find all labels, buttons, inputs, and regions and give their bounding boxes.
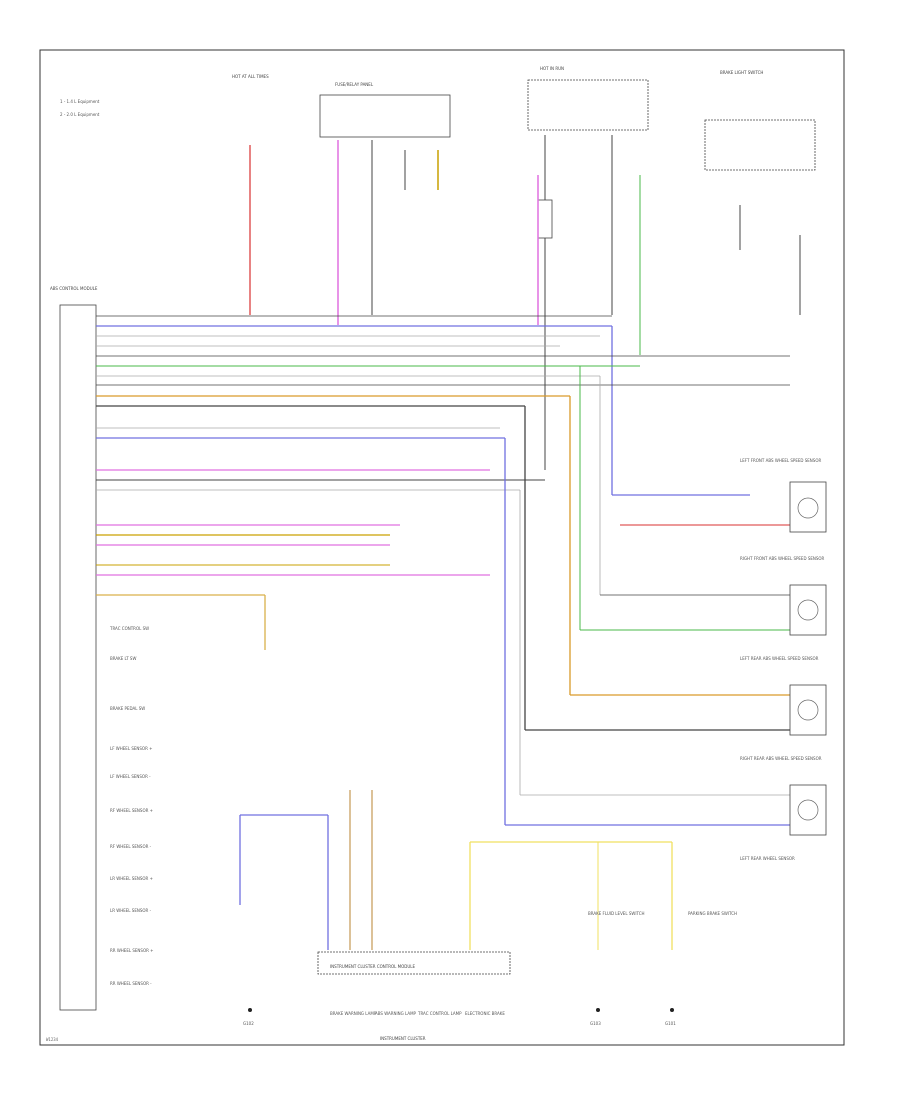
sensor-lr-icon — [797, 699, 819, 721]
ground-g103 — [596, 1008, 600, 1012]
cluster-footer: INSTRUMENT CLUSTER — [380, 1036, 426, 1041]
right-sensors: LEFT FRONT ABS WHEEL SPEED SENSOR RIGHT … — [740, 458, 827, 861]
bottom-label-2: TRAC CONTROL LAMP — [417, 1011, 462, 1016]
module-dot-6: RF WHEEL SENSOR - — [110, 844, 152, 849]
module-left-title: ABS CONTROL MODULE — [50, 286, 98, 291]
fuse-right-box — [527, 79, 649, 131]
legend-item-2: 2 - 2.0 L Equipment — [60, 112, 100, 117]
module-dot-7: LR WHEEL SENSOR + — [110, 876, 153, 881]
fuse-mid-box — [319, 94, 451, 138]
sensor-lf-label: LEFT FRONT ABS WHEEL SPEED SENSOR — [740, 458, 821, 463]
bottom-label-1: ABS WARNING LAMP — [375, 1011, 417, 1016]
sensor-rf — [789, 584, 827, 636]
module-switches: TRAC CONTROL SW BRAKE LT SW BRAKE PEDAL … — [109, 626, 154, 986]
sensor-lr — [789, 684, 827, 736]
diagram-frame — [39, 49, 845, 1046]
bottom-label-4: BRAKE FLUID LEVEL SWITCH — [588, 911, 645, 916]
ground-g101-label: G101 — [665, 1021, 676, 1026]
module-dot-3: LF WHEEL SENSOR + — [110, 746, 152, 751]
fuse-right-title: HOT IN RUN — [540, 66, 564, 71]
abs-module-box — [59, 304, 97, 1011]
sensor-lf — [789, 481, 827, 533]
bottom-label-3: ELECTRONIC BRAKE — [465, 1011, 505, 1016]
bottom-label-0: BRAKE WARNING LAMP — [330, 1011, 377, 1016]
relay-right-title: BRAKE LIGHT SWITCH — [720, 70, 763, 75]
fuse-mid-title: FUSE/RELAY PANEL — [335, 82, 374, 87]
ground-g103-label: G103 — [590, 1021, 601, 1026]
ground-g101 — [670, 1008, 674, 1012]
sensor-rf-icon — [797, 599, 819, 621]
sensor-rr — [789, 784, 827, 836]
cluster-box — [317, 951, 511, 975]
module-dot-1: BRAKE LT SW — [110, 656, 136, 661]
cluster-title: INSTRUMENT CLUSTER CONTROL MODULE — [330, 964, 415, 969]
module-dot-8: LR WHEEL SENSOR - — [110, 908, 152, 913]
module-dot-0: TRAC CONTROL SW — [109, 626, 149, 631]
module-dot-5: RF WHEEL SENSOR + — [110, 808, 153, 813]
sensor-rr-label: RIGHT REAR ABS WHEEL SPEED SENSOR — [740, 756, 822, 761]
diagram-id-code: W1234 — [46, 1037, 59, 1042]
relay-right-box — [704, 119, 816, 171]
sensor-lf-icon — [797, 497, 819, 519]
relay-mid-box — [537, 199, 553, 239]
ground-g102-label: G102 — [243, 1021, 254, 1026]
module-harness — [96, 315, 790, 650]
sensor-rr-icon — [797, 799, 819, 821]
module-dot-2: BRAKE PEDAL SW — [110, 706, 145, 711]
module-dot-4: LF WHEEL SENSOR - — [110, 774, 151, 779]
sensor-harness — [504, 366, 790, 826]
sensor-lrw-label: LEFT REAR WHEEL SENSOR — [740, 856, 795, 861]
ground-g102 — [248, 1008, 252, 1012]
bottom-label-5: PARKING BRAKE SWITCH — [688, 911, 737, 916]
sensor-lr-label: LEFT REAR ABS WHEEL SPEED SENSOR — [740, 656, 819, 661]
module-dot-9: RR WHEEL SENSOR + — [110, 948, 154, 953]
module-dot-10: RR WHEEL SENSOR - — [110, 981, 152, 986]
fuse-left-title: HOT AT ALL TIMES — [232, 74, 269, 79]
legend-item-1: 1 - 1.4 L Equipment — [60, 99, 100, 104]
sensor-rf-label: RIGHT FRONT ABS WHEEL SPEED SENSOR — [740, 556, 825, 561]
